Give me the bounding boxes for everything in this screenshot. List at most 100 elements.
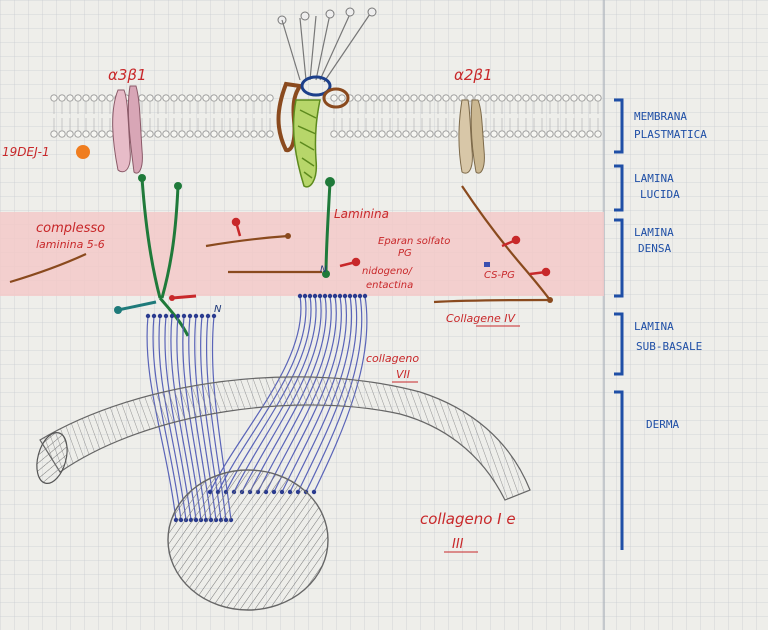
lipid-head — [162, 94, 170, 102]
lipid-head — [418, 130, 426, 138]
lipid-head — [378, 94, 386, 102]
label-cs-pg: CS-PG — [484, 270, 515, 281]
lipid-head — [570, 94, 578, 102]
lipid-head — [58, 94, 66, 102]
label-n-2: N — [214, 304, 222, 315]
plasma-membrane — [50, 94, 602, 138]
lipid-head — [546, 130, 554, 138]
lipid-head — [554, 94, 562, 102]
lipid-head — [98, 94, 106, 102]
lipid-head — [354, 130, 362, 138]
fibril-end — [302, 293, 308, 299]
integrin-a2b1 — [458, 99, 485, 174]
fiber-node — [547, 297, 553, 303]
fibril-end — [327, 293, 333, 299]
lipid-head — [530, 94, 538, 102]
lipid-head — [50, 130, 58, 138]
lipid-head — [178, 94, 186, 102]
lipid-head — [90, 130, 98, 138]
laminin-node — [138, 174, 146, 182]
lipid-head — [74, 94, 82, 102]
fibril-end — [175, 313, 181, 319]
lipid-head — [562, 94, 570, 102]
heparan-pins — [231, 217, 551, 277]
lipid-head — [226, 130, 234, 138]
laminin-green-strands — [140, 177, 332, 337]
lipid-head — [58, 130, 66, 138]
lipid-head — [434, 94, 442, 102]
lipid-head — [194, 130, 202, 138]
lipid-head — [242, 130, 250, 138]
fibril-end — [307, 293, 313, 299]
lipid-head — [330, 94, 338, 102]
lipid-head — [394, 130, 402, 138]
layer-label-membrana-2: PLASTMATICA — [634, 128, 707, 141]
label-collagene-iv: Collagene IV — [446, 312, 516, 325]
lipid-head — [178, 130, 186, 138]
lipid-head — [386, 130, 394, 138]
fibril-end — [297, 293, 303, 299]
lipid-head — [250, 130, 258, 138]
lipid-head — [154, 130, 162, 138]
lipid-head — [66, 94, 74, 102]
lipid-head — [514, 130, 522, 138]
laminin-node — [322, 270, 330, 278]
lipid-head — [218, 130, 226, 138]
label-complesso-1: complesso — [36, 221, 105, 236]
label-collageno-i: collageno I e — [420, 510, 516, 528]
lipid-head — [530, 130, 538, 138]
fibril-end — [322, 293, 328, 299]
fibril-end — [199, 313, 205, 319]
lipid-head — [522, 130, 530, 138]
lipid-head — [442, 130, 450, 138]
lipid-head — [66, 130, 74, 138]
fiber-node — [285, 233, 291, 239]
lipid-head — [586, 130, 594, 138]
lipid-head — [434, 130, 442, 138]
lipid-head — [146, 130, 154, 138]
lipid-head — [506, 130, 514, 138]
fibril-end — [342, 293, 348, 299]
fibril-end — [352, 293, 358, 299]
fibril-end — [187, 313, 193, 319]
lipid-head — [442, 94, 450, 102]
label-complesso-2: laminina 5-6 — [36, 238, 105, 251]
lipid-head — [90, 94, 98, 102]
lipid-head — [234, 94, 242, 102]
lipid-head — [186, 130, 194, 138]
layer-label-membrana-1: MEMBRANA — [634, 110, 687, 123]
fibril-end — [362, 293, 368, 299]
lipid-head — [250, 94, 258, 102]
lipid-head — [362, 94, 370, 102]
lipid-head — [194, 94, 202, 102]
label-collageno-vii-a: collageno — [366, 352, 419, 365]
fibril-end — [169, 313, 175, 319]
lipid-head — [338, 94, 346, 102]
lipid-head — [50, 94, 58, 102]
lipid-head — [546, 94, 554, 102]
lipid-head — [490, 94, 498, 102]
layer-label-densa-2: DENSA — [638, 242, 671, 255]
lipid-head — [426, 130, 434, 138]
lipid-head — [578, 94, 586, 102]
lamina-densa-band — [0, 212, 604, 296]
label-a3b1: α3β1 — [108, 66, 147, 84]
layer-label-subbasale-1: LAMINA — [634, 320, 674, 333]
label-eparan-2: PG — [398, 248, 412, 259]
lipid-head — [410, 94, 418, 102]
lipid-head — [522, 94, 530, 102]
complex-end-segments — [114, 294, 197, 314]
label-eparan-1: Eparan solfato — [378, 236, 450, 247]
fibril-end — [317, 293, 323, 299]
fibril-end — [157, 313, 163, 319]
lipid-head — [138, 94, 146, 102]
lipid-head — [162, 130, 170, 138]
fibril-end — [357, 293, 363, 299]
lipid-head — [562, 130, 570, 138]
lipid-head — [482, 94, 490, 102]
lipid-head — [210, 130, 218, 138]
layer-brackets — [614, 98, 624, 550]
laminin-node — [325, 177, 335, 187]
